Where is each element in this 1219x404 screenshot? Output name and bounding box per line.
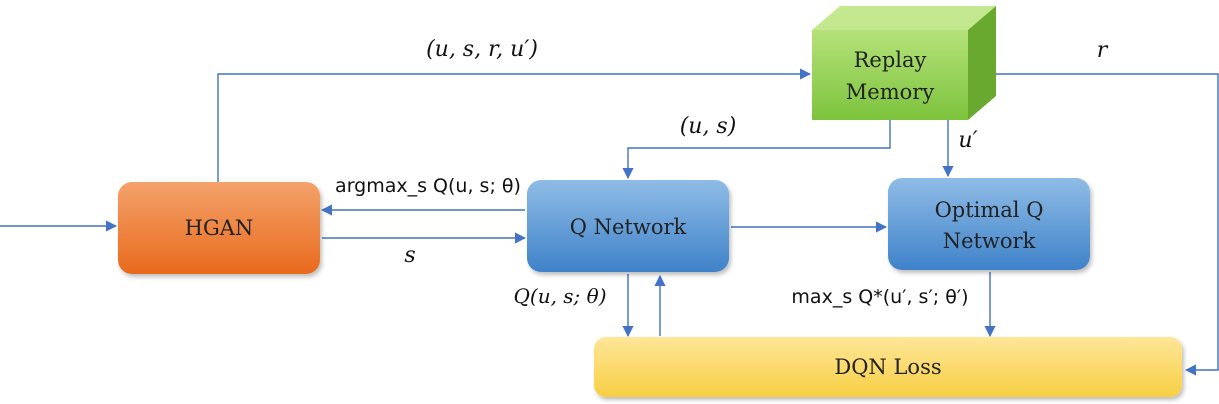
edge-replay-to-q <box>622 115 891 180</box>
label-q-to-hgan: argmax_s Q(u, s; θ) <box>335 175 521 197</box>
replay-memory-top-face <box>812 6 996 30</box>
node-replay-memory-label-line1: Replay <box>854 48 927 72</box>
label-hgan-to-q: s <box>404 243 415 268</box>
label-replay-to-optimal: u′ <box>958 128 977 153</box>
node-q-network <box>527 180 729 272</box>
label-hgan-to-replay: (u, s, r, u′) <box>426 37 538 62</box>
edge-replay-to-loss <box>970 73 1219 376</box>
node-dqn-loss-label: DQN Loss <box>834 355 941 379</box>
node-optimal-q-network <box>888 178 1090 270</box>
label-q-to-loss: Q(u, s; θ) <box>514 284 607 308</box>
label-replay-to-loss: r <box>1097 38 1109 63</box>
replay-memory-front-face <box>812 30 968 120</box>
replay-memory-side-face <box>968 6 996 120</box>
node-hgan-label: HGAN <box>185 216 254 240</box>
label-replay-to-q: (u, s) <box>680 114 737 139</box>
node-dqn-loss <box>594 337 1182 397</box>
edge-hgan-to-replay <box>217 68 812 182</box>
node-replay-memory-label-line2: Memory <box>846 80 935 104</box>
node-q-network-label: Q Network <box>570 215 687 239</box>
node-hgan <box>118 182 320 274</box>
node-optimal-q-label-line1: Optimal Q <box>935 198 1044 222</box>
node-optimal-q-label-line2: Network <box>943 229 1036 253</box>
label-optimal-to-loss: max_s Q*(u′, s′; θ′) <box>791 286 968 308</box>
node-replay-memory <box>812 6 996 120</box>
